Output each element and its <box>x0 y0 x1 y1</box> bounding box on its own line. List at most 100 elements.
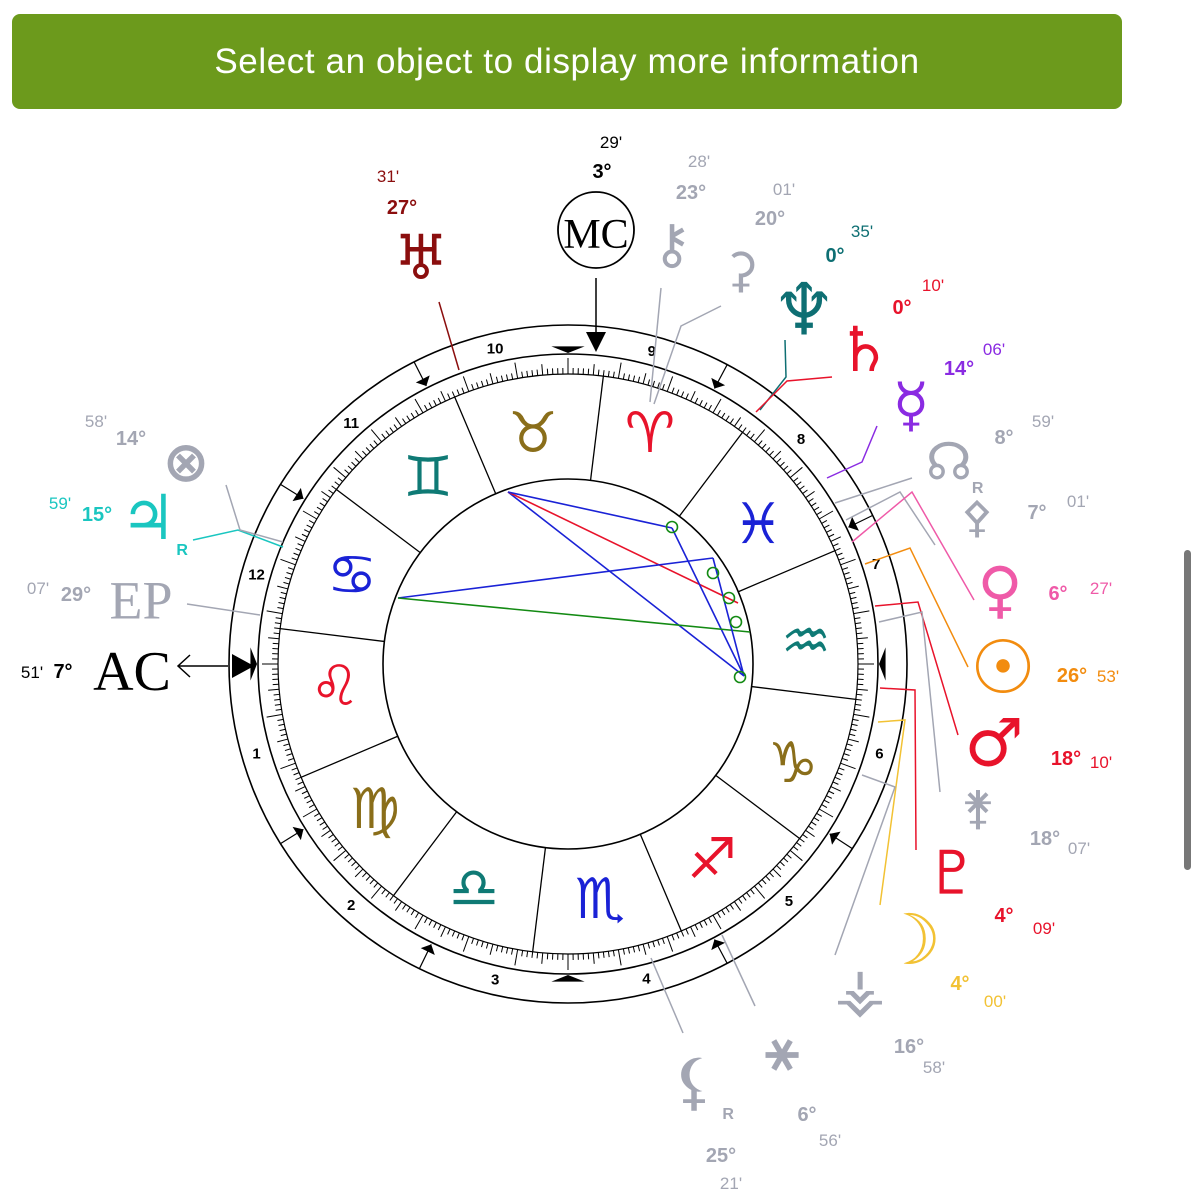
degree-tick <box>541 364 544 376</box>
degree-tick <box>456 389 460 396</box>
degree-tick <box>712 914 722 930</box>
vertex-degree: 6° <box>797 1104 816 1126</box>
pluto-body[interactable]: ♇4°09' <box>925 838 1055 938</box>
sign-boundary <box>532 847 547 952</box>
degree-tick <box>721 909 726 916</box>
degree-tick <box>680 930 685 937</box>
degree-tick <box>495 945 499 952</box>
degree-tick <box>802 489 808 494</box>
planet-pointer-lines <box>186 287 975 1034</box>
degree-tick <box>337 477 343 482</box>
degree-tick <box>284 576 291 580</box>
degree-tick <box>786 469 792 475</box>
degree-tick <box>287 757 294 761</box>
scrollbar[interactable] <box>1184 550 1191 870</box>
vesta-icon: ⚶ <box>835 955 886 1025</box>
saturn-body[interactable]: ♄0°10' <box>836 276 944 386</box>
ac-label[interactable]: AC <box>93 641 171 703</box>
degree-tick <box>779 461 785 467</box>
uranus-body[interactable]: ♅27°31' <box>377 167 449 294</box>
degree-tick <box>836 552 843 556</box>
degree-tick <box>765 875 771 881</box>
uranus-degree: 27° <box>387 197 417 219</box>
ceres-pointer-line <box>653 305 722 405</box>
mc-badge[interactable] <box>557 191 635 269</box>
degree-tick <box>855 703 862 706</box>
vertex-body[interactable]: ⚹6°56' <box>765 1018 841 1150</box>
degree-tick <box>333 850 347 862</box>
degree-tick <box>818 808 834 818</box>
pallas-body[interactable]: ⚴7°01' <box>961 492 1089 543</box>
ceres-body[interactable]: ⚳20°01' <box>723 180 795 298</box>
mars-body[interactable]: ♂18°10' <box>964 704 1112 781</box>
degree-tick <box>277 585 289 590</box>
degree-tick <box>808 498 814 503</box>
jupiter-body[interactable]: ♃R15°59' <box>49 481 188 559</box>
chart-angles[interactable]: MC3°29'AC7°51' <box>21 133 635 703</box>
east-point-pointer-line <box>186 603 261 616</box>
degree-tick <box>526 370 529 377</box>
mc-arrow <box>586 332 606 352</box>
degree-tick <box>268 637 280 640</box>
degree-tick <box>703 402 708 409</box>
vesta-body[interactable]: ⚶16°58' <box>835 955 946 1077</box>
degree-tick <box>699 922 703 928</box>
degree-tick <box>286 572 293 575</box>
degree-tick <box>834 776 841 781</box>
degree-tick <box>856 637 868 640</box>
degree-tick <box>314 812 320 817</box>
cusp-marker <box>551 975 585 982</box>
degree-tick <box>607 370 610 377</box>
degree-tick <box>729 904 734 910</box>
degree-tick <box>280 591 287 595</box>
degree-tick <box>322 498 328 503</box>
mc-minute: 29' <box>600 133 622 152</box>
info-banner[interactable]: Select an object to display more informa… <box>12 14 1122 109</box>
north-node-body[interactable]: ☊R8°59' <box>926 412 1054 497</box>
mars-icon: ♂ <box>964 704 1023 781</box>
degree-tick <box>597 952 600 959</box>
juno-degree: 18° <box>1030 828 1060 850</box>
neptune-degree: 0° <box>825 245 844 267</box>
scorpio-icon: ♏ <box>575 867 625 932</box>
degree-tick <box>750 889 755 895</box>
degree-tick <box>666 376 674 392</box>
sun-body[interactable]: ☉26°53' <box>970 625 1119 711</box>
degree-tick <box>703 919 708 926</box>
vertex-icon: ⚹ <box>765 1018 799 1083</box>
chart-bodies[interactable]: ♅27°31' ⚷23°28'⚳20°01'♆0°35'♄0°10'☿14°06'… <box>27 152 1119 1193</box>
degree-tick <box>699 400 703 406</box>
degree-tick <box>647 379 651 386</box>
chiron-body[interactable]: ⚷23°28' <box>652 152 710 275</box>
degree-tick <box>511 948 514 955</box>
retrograde-marker: R <box>972 480 984 497</box>
degree-tick <box>830 786 842 792</box>
degree-tick <box>842 757 849 761</box>
degree-tick <box>856 688 868 691</box>
degree-tick <box>849 733 856 737</box>
moon-body[interactable]: ☽4°00' <box>879 899 1006 1011</box>
pallas-degree: 7° <box>1027 502 1046 524</box>
degree-tick <box>511 373 514 380</box>
venus-body[interactable]: ♀6°27' <box>977 553 1112 626</box>
degree-tick <box>856 693 863 696</box>
degree-tick <box>729 418 734 424</box>
sign-boundary <box>738 550 836 593</box>
degree-tick <box>451 391 456 398</box>
juno-body[interactable]: ⚵18°07' <box>961 781 1090 858</box>
degree-tick <box>805 829 815 838</box>
degree-tick <box>414 398 424 414</box>
degree-tick <box>337 846 343 851</box>
degree-tick <box>428 919 433 926</box>
mercury-body[interactable]: ☿14°06' <box>893 340 1005 440</box>
lilith-body[interactable]: ⚸R25°21' <box>671 1045 742 1193</box>
degree-tick <box>746 892 751 898</box>
fortune-body[interactable]: ⊗14°58' <box>85 412 210 495</box>
house-number-6: 6 <box>875 745 883 762</box>
degree-tick <box>505 374 509 381</box>
neptune-body[interactable]: ♆0°35' <box>772 222 873 351</box>
degree-tick <box>381 889 386 895</box>
